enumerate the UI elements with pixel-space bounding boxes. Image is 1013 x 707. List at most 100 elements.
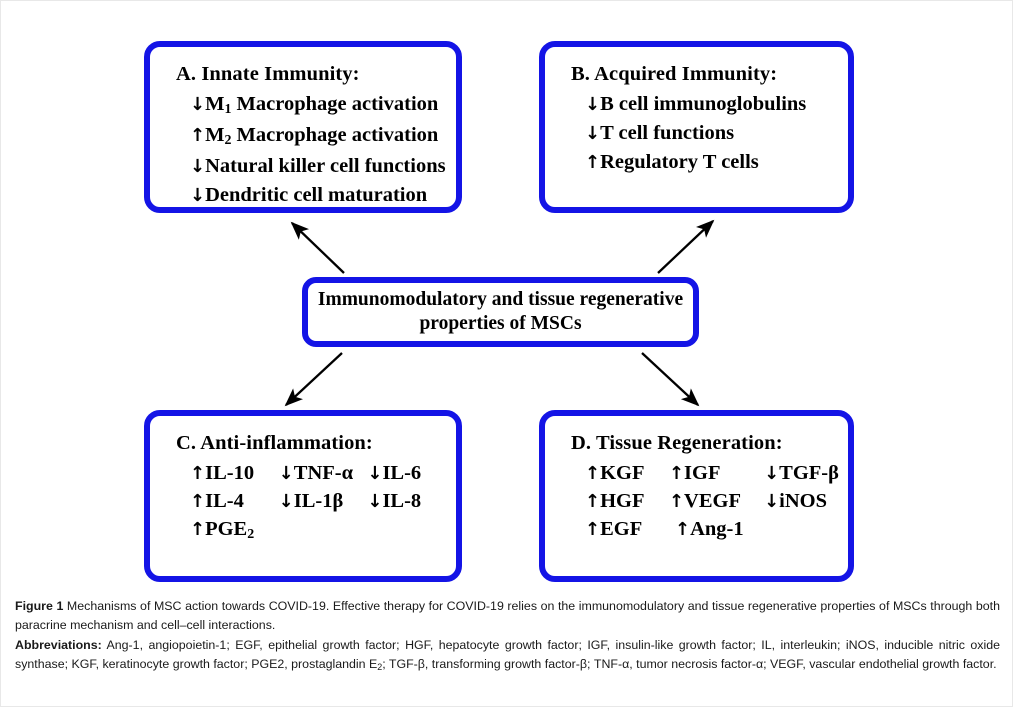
arrow-center-to-c: [284, 352, 343, 407]
box-c-cell-2-3: ↓IL-8: [367, 490, 456, 513]
box-d-cell-3-2: ↑Ang-1: [675, 518, 777, 541]
box-d-cell-1-1-label: KGF: [600, 462, 645, 484]
box-c-cell-3-1-label: PGE: [205, 518, 248, 540]
down-arrow-icon: ↓: [585, 94, 601, 115]
box-c-cell-1-3-label: IL-6: [382, 462, 422, 484]
arrow-center-to-d: [641, 352, 700, 407]
box-d-cell-3-2-label: Ang-1: [690, 518, 744, 540]
box-b-line-3-text: Regulatory T cells: [600, 151, 759, 173]
down-arrow-icon: ↓: [278, 463, 294, 484]
box-acquired-immunity: B. Acquired Immunity: ↓B cell immunoglob…: [539, 41, 854, 213]
box-d-row-2: ↑HGF ↑VEGF ↓iNOS: [585, 490, 848, 513]
box-b-line-2: ↓T cell functions: [585, 122, 848, 145]
box-tissue-regeneration: D. Tissue Regeneration: ↑KGF ↑IGF ↓TGF-β…: [539, 410, 854, 582]
box-d-grid: ↑KGF ↑IGF ↓TGF-β ↑HGF ↑VEGF ↓iNOS ↑EGF ↑…: [585, 462, 848, 541]
box-d-row-3: ↑EGF ↑Ang-1: [585, 518, 848, 541]
box-d-cell-1-1: ↑KGF: [585, 462, 669, 485]
box-a-line-1-text2: Macrophage activation: [231, 93, 439, 115]
box-a-line-2-sub: 2: [224, 133, 232, 149]
center-line-2: properties of MSCs: [419, 313, 582, 334]
box-a-line-3-text: Natural killer cell functions: [205, 155, 446, 178]
box-a-line-2: ↑M2 Macrophage activation: [190, 124, 456, 149]
up-arrow-icon: ↑: [585, 491, 601, 512]
box-d-cell-2-2: ↑VEGF: [669, 490, 764, 513]
arrow-center-to-b: [657, 219, 715, 274]
down-arrow-icon: ↓: [367, 491, 383, 512]
box-c-cell-2-2: ↓IL-1β: [279, 490, 368, 513]
box-a-line-2-text2: Macrophage activation: [231, 124, 439, 147]
box-d-cell-1-2-label: IGF: [684, 462, 721, 484]
up-arrow-icon: ↑: [190, 125, 206, 147]
box-d-cell-2-1-label: HGF: [600, 490, 645, 512]
box-a-line-1-sub: 1: [224, 102, 232, 118]
box-c-cell-2-2-label: IL-1β: [293, 490, 344, 512]
box-c-cell-1-2-label: TNF-α: [293, 462, 354, 484]
box-b-line-1: ↓B cell immunoglobulins: [585, 93, 848, 116]
box-d-title: D. Tissue Regeneration:: [571, 432, 783, 454]
box-c-title: C. Anti-inflammation:: [176, 432, 373, 454]
box-c-cell-1-1: ↑IL-10: [190, 462, 279, 485]
box-c-cell-2-1-label: IL-4: [205, 490, 244, 512]
box-a-line-1: ↓M1 Macrophage activation: [190, 93, 456, 118]
box-c-row-2: ↑IL-4 ↓IL-1β ↓IL-8: [190, 490, 456, 513]
up-arrow-icon: ↑: [668, 463, 685, 484]
down-arrow-icon: ↓: [278, 491, 294, 512]
up-arrow-icon: ↑: [190, 463, 206, 484]
box-c-row-3: ↑PGE2: [190, 518, 456, 543]
box-a-line-1-text: M: [205, 93, 225, 115]
down-arrow-icon: ↓: [764, 463, 780, 484]
up-arrow-icon: ↑: [668, 491, 685, 512]
box-d-cell-2-1: ↑HGF: [585, 490, 669, 513]
abbreviations-label: Abbreviations:: [15, 637, 102, 652]
figure-label: Figure 1: [15, 599, 64, 613]
down-arrow-icon: ↓: [190, 94, 206, 115]
box-b-line-2-text: T cell functions: [600, 122, 735, 144]
box-d-cell-1-3: ↓TGF-β: [764, 462, 848, 485]
up-arrow-icon: ↑: [190, 519, 206, 540]
box-c-grid: ↑IL-10 ↓TNF-α ↓IL-6 ↑IL-4 ↓IL-1β ↓IL-8 ↑…: [190, 462, 456, 543]
box-d-cell-2-3-label: iNOS: [779, 490, 828, 512]
box-c-cell-2-1: ↑IL-4: [190, 490, 279, 513]
up-arrow-icon: ↑: [675, 519, 691, 540]
caption-main: Figure 1 Mechanisms of MSC action toward…: [15, 597, 1000, 635]
arrow-center-to-a: [290, 221, 345, 274]
figure-caption: Figure 1 Mechanisms of MSC action toward…: [1, 597, 1012, 675]
up-arrow-icon: ↑: [585, 463, 601, 484]
box-c-cell-3-1-sub: 2: [247, 527, 255, 543]
box-d-cell-1-2: ↑IGF: [669, 462, 764, 485]
box-a-title: A. Innate Immunity:: [176, 63, 360, 85]
box-central-msc-properties: Immunomodulatory and tissue regenerative…: [302, 277, 699, 347]
box-c-cell-1-3: ↓IL-6: [367, 462, 456, 485]
box-b-line-3: ↑Regulatory T cells: [585, 151, 848, 174]
box-a-line-3: ↓Natural killer cell functions: [190, 155, 456, 178]
abbreviations-text-1: Ang-1, angiopoietin-1; EGF, epithelial g…: [15, 637, 1000, 671]
box-b-line-1-text: B cell immunoglobulins: [600, 93, 807, 115]
box-c-cell-2-3-label: IL-8: [382, 490, 422, 512]
up-arrow-icon: ↑: [585, 152, 601, 173]
box-d-row-1: ↑KGF ↑IGF ↓TGF-β: [585, 462, 848, 485]
up-arrow-icon: ↑: [585, 519, 601, 540]
center-line-1: Immunomodulatory and tissue regenerative: [317, 288, 684, 310]
abbreviations-sub: 2: [377, 661, 383, 672]
abbreviations-text-2: ; TGF-β, transforming growth factor-β; T…: [382, 656, 997, 671]
box-d-cell-1-3-label: TGF-β: [779, 462, 839, 484]
box-a-line-2-text: M: [205, 124, 225, 147]
box-d-cell-3-1-label: EGF: [600, 518, 643, 540]
diagram-canvas: A. Innate Immunity: ↓M1 Macrophage activ…: [1, 1, 1012, 593]
box-a-line-4-text: Dendritic cell maturation: [205, 184, 428, 207]
box-c-row-1: ↑IL-10 ↓TNF-α ↓IL-6: [190, 462, 456, 485]
down-arrow-icon: ↓: [585, 123, 601, 144]
down-arrow-icon: ↓: [367, 463, 383, 484]
box-b-title: B. Acquired Immunity:: [571, 63, 778, 85]
box-d-cell-2-3: ↓iNOS: [764, 490, 848, 513]
box-d-cell-2-2-label: VEGF: [684, 490, 741, 512]
box-a-line-4: ↓Dendritic cell maturation: [190, 184, 456, 207]
caption-abbreviations: Abbreviations: Ang-1, angiopoietin-1; EG…: [15, 636, 1000, 675]
caption-main-text: Mechanisms of MSC action towards COVID-1…: [15, 599, 1001, 632]
up-arrow-icon: ↑: [190, 491, 206, 512]
box-c-cell-1-1-label: IL-10: [205, 462, 255, 484]
box-anti-inflammation: C. Anti-inflammation: ↑IL-10 ↓TNF-α ↓IL-…: [144, 410, 462, 582]
box-c-cell-1-2: ↓TNF-α: [279, 462, 368, 485]
box-d-cell-3-1: ↑EGF: [585, 518, 675, 541]
